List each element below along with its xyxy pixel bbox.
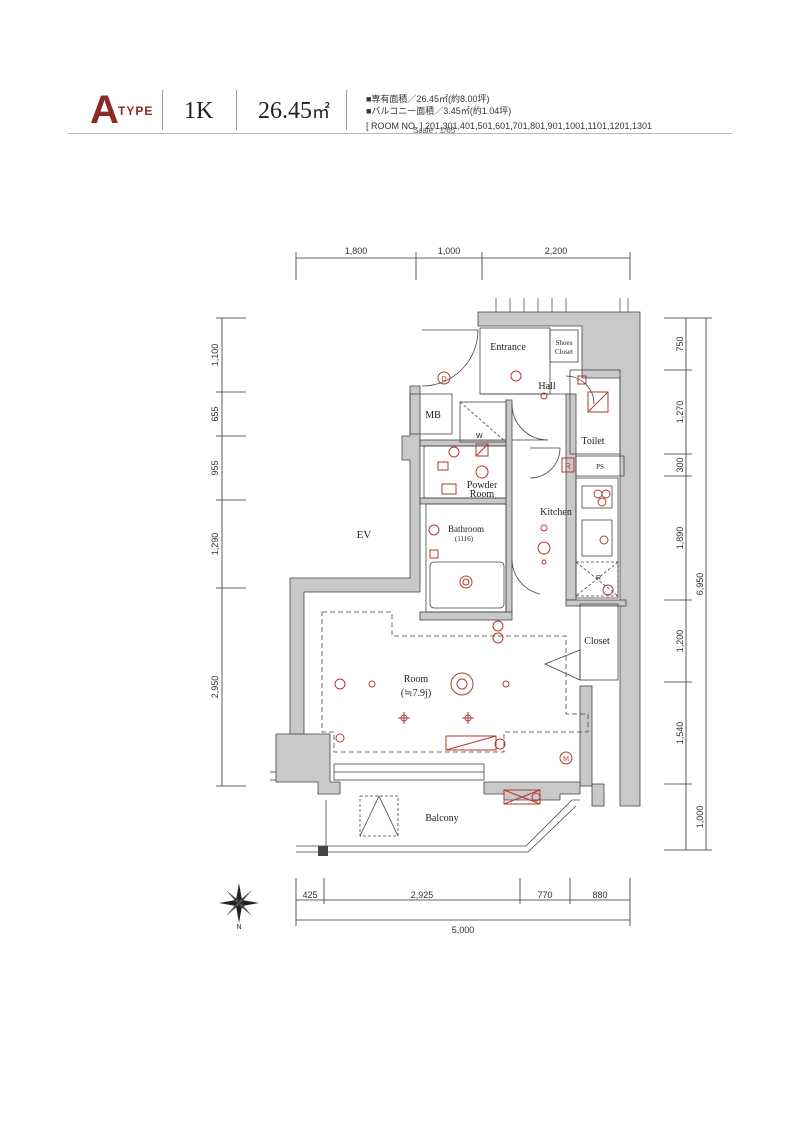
dim-bottom-1: 425: [302, 890, 317, 900]
spec-list: ■専有面積／26.45㎡(約8.00坪) ■バルコニー面積／3.45㎡(約1.0…: [366, 93, 652, 132]
label-ps: PS: [596, 463, 604, 471]
label-bathroom: Bathroom: [448, 524, 484, 534]
washer-label: W: [476, 433, 483, 440]
type-letter: A: [90, 88, 119, 132]
dim-right-3: 300: [675, 457, 685, 472]
dim-bottom-2: 2,925: [411, 890, 434, 900]
d-marker-circle: [437, 371, 451, 385]
label-balcony: Balcony: [425, 813, 458, 824]
dim-left-1: 1,100: [210, 344, 220, 367]
label-entrance: Entrance: [490, 342, 526, 353]
label-bathroom-size: (1116): [455, 535, 474, 543]
structure-blocks: [318, 846, 328, 856]
north-label: N: [236, 924, 241, 931]
dimension-labels: 1,800 1,000 2,200 425 2,925 770 880 5,00…: [210, 246, 705, 935]
compass-icon: N: [219, 883, 259, 931]
dim-top-1: 1,800: [345, 246, 368, 256]
label-closet: Closet: [584, 636, 610, 647]
layout-type: 1K: [184, 98, 214, 124]
dim-right-1: 750: [675, 336, 685, 351]
spec-private-area: ■専有面積／26.45㎡(約8.00坪): [366, 94, 490, 104]
label-powder-room-2: Room: [470, 489, 495, 500]
label-room-size: (≒7.9j): [401, 688, 431, 699]
room-labels: Entrance Shoes Closet Hall Toilet MB PS …: [357, 339, 610, 824]
dim-right-4: 1,890: [675, 527, 685, 550]
header-rule: [68, 133, 732, 134]
scale-label: Scale : 1/65: [413, 126, 456, 135]
dim-right-total: 6,950: [695, 573, 705, 596]
label-kitchen: Kitchen: [540, 507, 572, 518]
dim-right-5: 1,200: [675, 630, 685, 653]
type-word: TYPE: [118, 104, 154, 118]
label-powder-room-1: Powder: [467, 480, 498, 491]
area-number: 26.45: [258, 98, 312, 124]
divider: [162, 90, 163, 130]
dim-bottom-total: 5,000: [452, 925, 475, 935]
dimension-lines: [216, 252, 712, 926]
label-shoes-closet-2: Closet: [555, 348, 573, 356]
divider: [236, 90, 237, 130]
label-toilet: Toilet: [581, 436, 604, 447]
m-marker: M: [563, 756, 569, 763]
interior-lines: [270, 327, 625, 853]
label-ev: EV: [357, 529, 372, 541]
equipment-symbols: [334, 370, 614, 805]
dim-left-5: 2,950: [210, 676, 220, 699]
refrigerator-label: R: [596, 575, 601, 582]
dim-left-3: 955: [210, 460, 220, 475]
area-value: 26.45㎡: [258, 98, 330, 125]
label-room: Room: [404, 674, 429, 685]
divider: [346, 90, 347, 130]
label-mb: MB: [425, 410, 441, 421]
area-unit: ㎡: [312, 102, 330, 122]
d-marker: D: [441, 376, 446, 383]
equipment-labels: D R M W R: [441, 376, 601, 763]
dim-top-2: 1,000: [438, 246, 461, 256]
room-numbers: [ ROOM NO. ] 201,301,401,501,601,701,801…: [366, 121, 653, 131]
dim-left-4: 1,290: [210, 533, 220, 556]
grid-ticks: [495, 298, 629, 312]
door-swings: [421, 329, 595, 681]
dim-right-2: 1,270: [675, 401, 685, 424]
dim-bottom-4: 880: [592, 890, 607, 900]
plan-header: A TYPE 1K 26.45㎡ ■専有面積／26.45㎡(約8.00坪) ■バ…: [0, 0, 800, 140]
dim-left-2: 655: [210, 406, 220, 421]
label-shoes-closet-1: Shoes: [556, 339, 573, 347]
dim-right-6: 1,540: [675, 722, 685, 745]
label-hall: Hall: [538, 381, 555, 392]
dim-top-3: 2,200: [545, 246, 568, 256]
spec-balcony-area: ■バルコニー面積／3.45㎡(約1.04坪): [366, 106, 512, 116]
r-marker: R: [565, 462, 571, 471]
dim-right-7: 1,000: [695, 806, 705, 829]
dim-bottom-3: 770: [537, 890, 552, 900]
